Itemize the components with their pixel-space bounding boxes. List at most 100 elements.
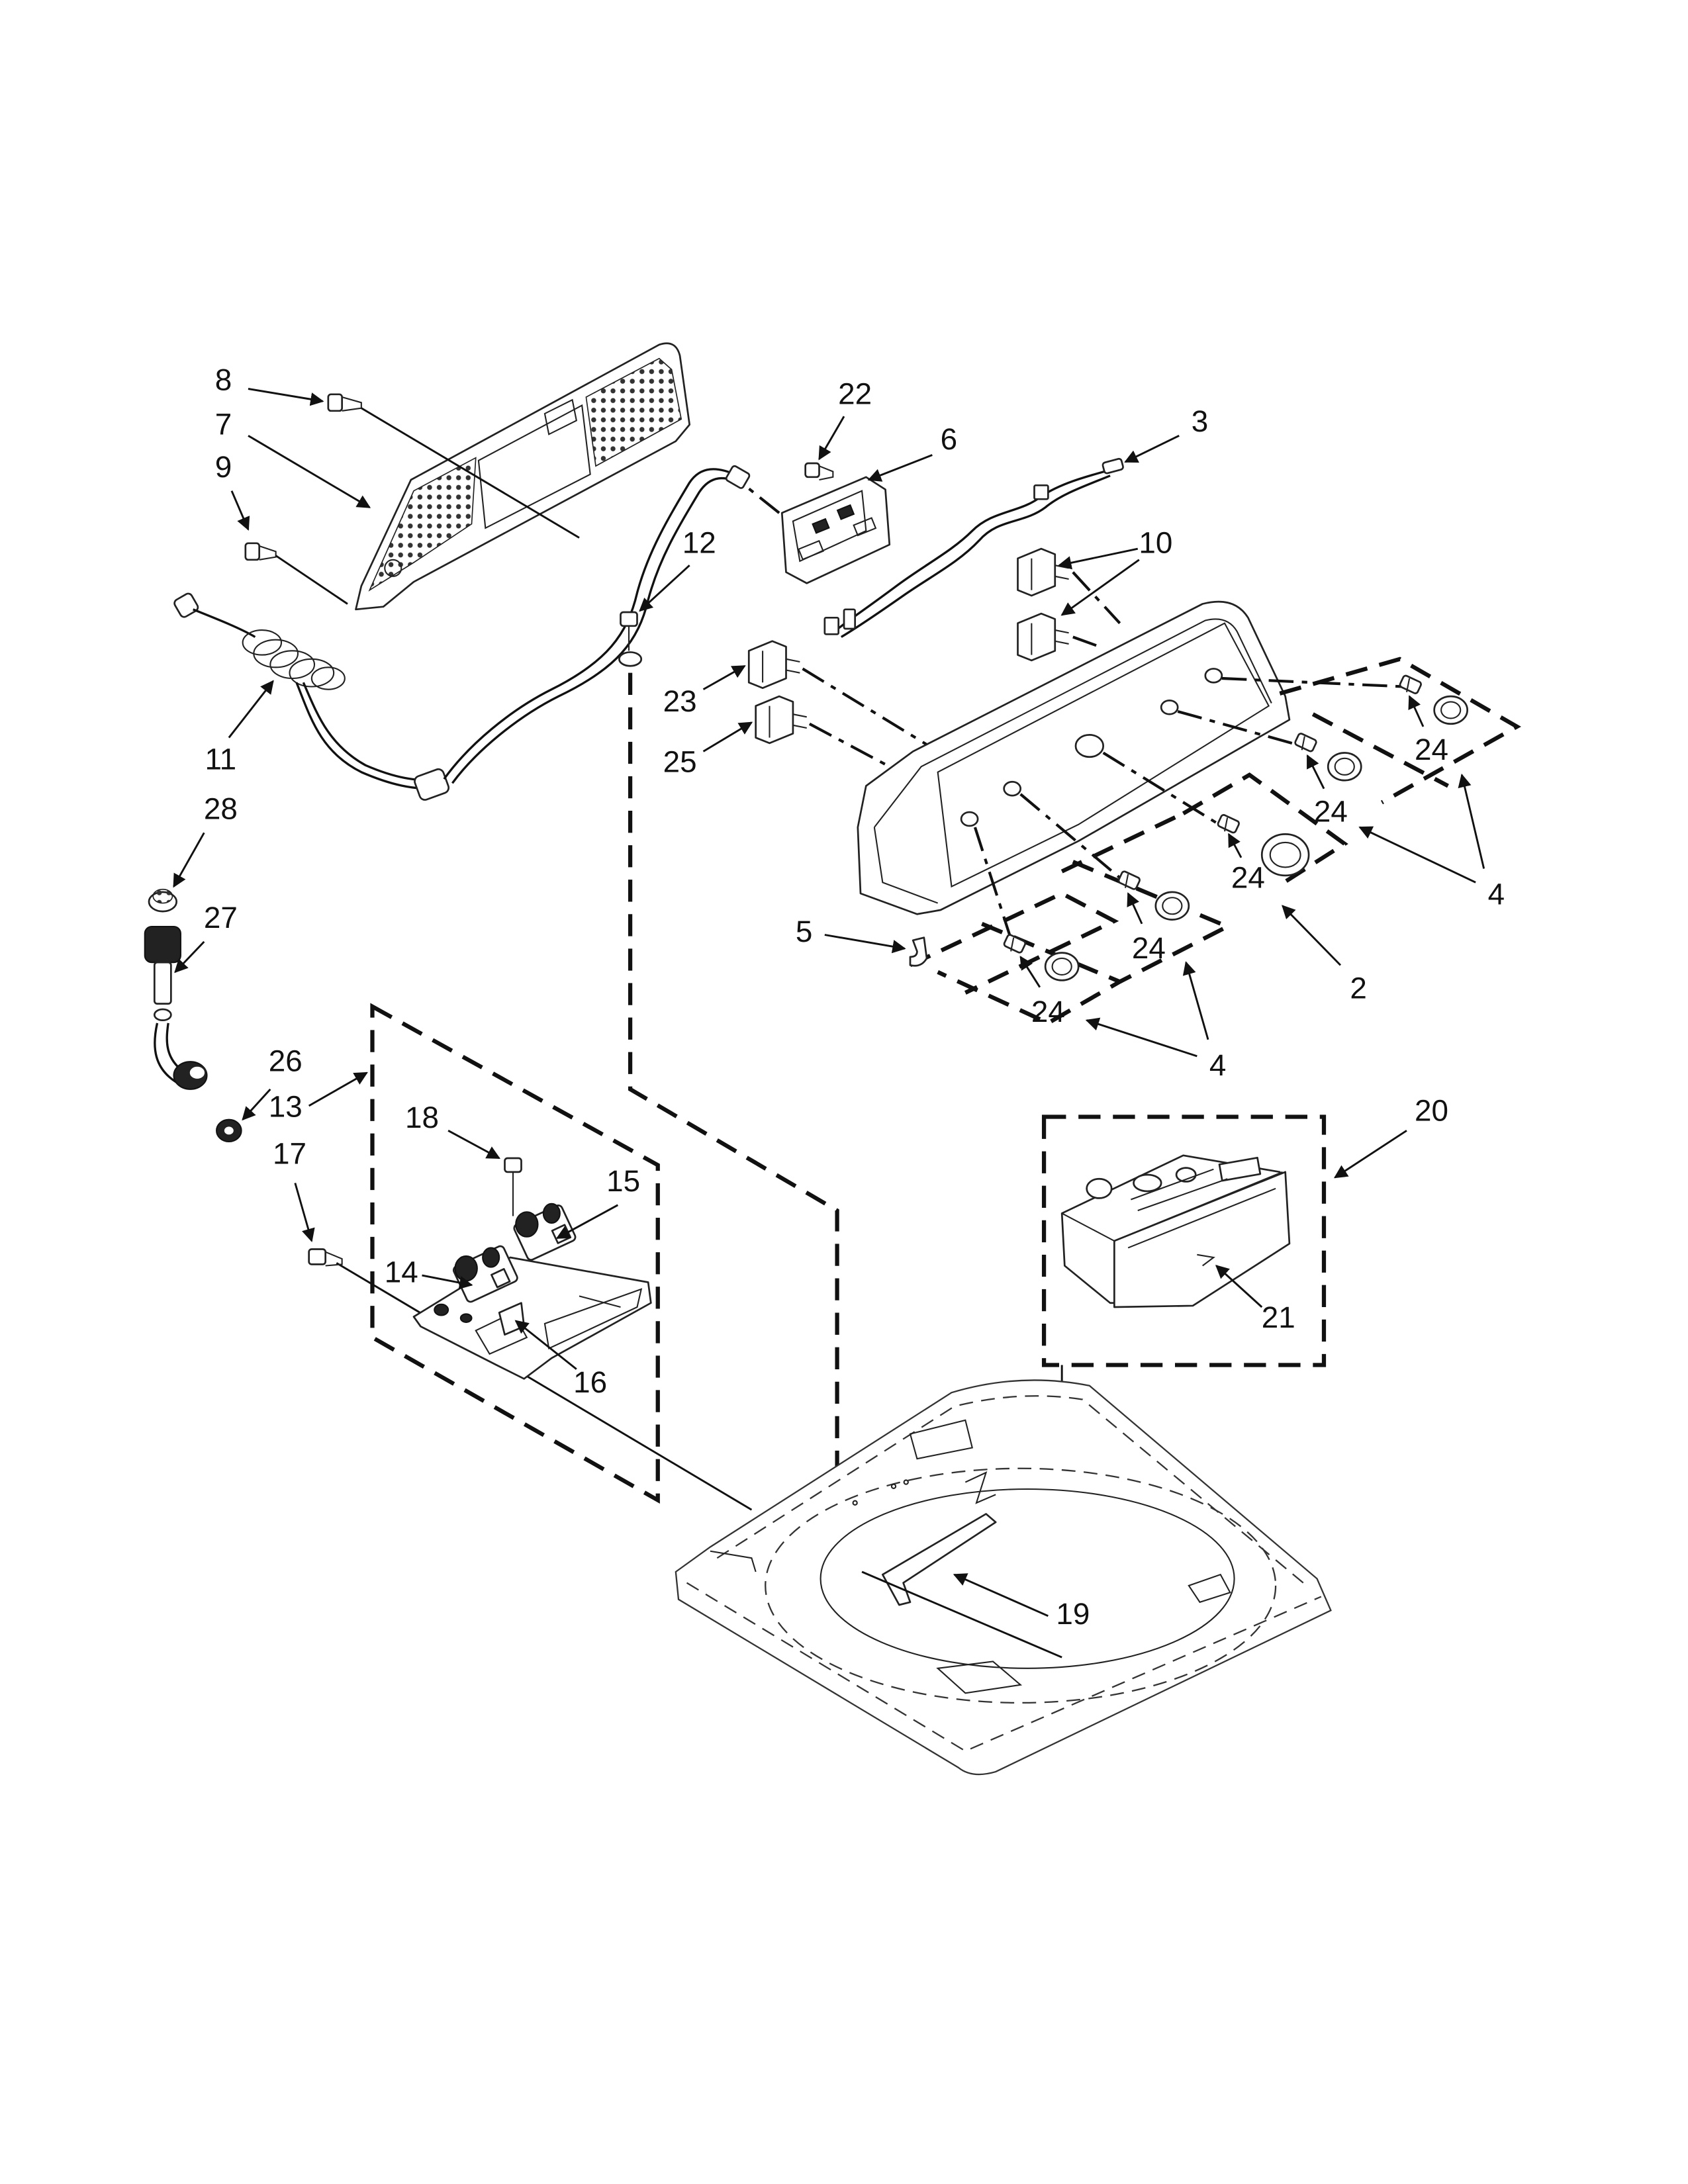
- knob-group-box-d: [1060, 811, 1184, 874]
- leader-11: [228, 680, 274, 739]
- callout-6: 6: [941, 422, 958, 456]
- screw-12: [618, 611, 643, 667]
- knob-group-box-a: [1279, 657, 1521, 805]
- leader-7: [248, 435, 371, 508]
- knob-line-1: [1221, 676, 1404, 688]
- leader-8: [248, 388, 324, 406]
- callout-24-c: 24: [1231, 861, 1265, 895]
- panel-to-cabinet-line: [628, 672, 839, 1547]
- bracket-19-axis: [861, 1570, 1062, 1659]
- switch-23: [747, 640, 800, 689]
- screw-9: [244, 542, 277, 561]
- callout-21: 21: [1262, 1300, 1295, 1334]
- leader-16: [514, 1320, 577, 1370]
- pin-24-e: [1003, 934, 1027, 954]
- callout-3: 3: [1192, 404, 1209, 438]
- valve-assembly-box: [370, 1003, 660, 1504]
- switch-10-line-a: [1072, 571, 1121, 625]
- knob-line-3: [1102, 751, 1220, 826]
- pin-24-c: [1217, 814, 1240, 834]
- knob-line-5: [973, 827, 1014, 944]
- wire-harness: [443, 465, 751, 784]
- rear-panel: [355, 342, 691, 611]
- leader-2: [1282, 905, 1342, 966]
- leader-19: [953, 1573, 1049, 1617]
- callout-17: 17: [273, 1136, 306, 1170]
- callout-22: 22: [838, 377, 872, 410]
- console-harness: [823, 457, 1124, 638]
- screw-8: [327, 393, 362, 412]
- dispenser-box: [1041, 1115, 1327, 1367]
- leader-17: [294, 1183, 315, 1242]
- leader-15: [555, 1204, 619, 1240]
- callout-25: 25: [663, 745, 697, 779]
- knob-group-box-g: [937, 921, 1125, 1026]
- control-board: [780, 476, 891, 584]
- screw-17-axis: [336, 1262, 753, 1511]
- leader-9: [230, 490, 250, 531]
- leader-10-b: [1060, 559, 1140, 616]
- leader-21: [1215, 1265, 1263, 1308]
- board-connector-line: [743, 484, 780, 514]
- switch-25-line: [808, 722, 890, 768]
- callout-12: 12: [682, 525, 716, 559]
- knob-line-4: [1019, 793, 1127, 884]
- callout-24-d: 24: [1132, 931, 1166, 965]
- screw-8-axis: [361, 407, 580, 539]
- leader-18: [447, 1130, 500, 1160]
- power-cord: [173, 592, 450, 801]
- valve-bracket: [412, 1256, 652, 1380]
- leader-4-b: [1358, 826, 1476, 884]
- leader-6: [867, 454, 933, 482]
- callout-27: 27: [204, 901, 238, 934]
- callout-4-a: 4: [1488, 878, 1505, 911]
- callout-13: 13: [269, 1089, 303, 1123]
- screw-17: [308, 1248, 343, 1267]
- leader-lines: [173, 388, 1485, 1617]
- pin-24-d: [1117, 870, 1141, 890]
- switch-25: [755, 695, 807, 745]
- callout-19: 19: [1056, 1597, 1090, 1631]
- screw-18: [504, 1157, 522, 1216]
- leader-26: [242, 1088, 271, 1121]
- callout-labels: 8 7 9 22 6 3 10 12 11 23 25 28 27 5 24 2…: [204, 363, 1505, 1631]
- screw-22: [804, 462, 834, 481]
- callout-24-a: 24: [1415, 733, 1448, 766]
- knob-4-d: [1044, 952, 1080, 981]
- leader-4-c: [1182, 961, 1209, 1040]
- leader-3: [1124, 435, 1180, 463]
- screw-9-axis: [275, 555, 348, 605]
- knob-group-box-f: [909, 891, 1119, 995]
- callout-5: 5: [796, 915, 813, 948]
- callout-4-b: 4: [1209, 1048, 1227, 1082]
- leader-14: [422, 1274, 473, 1290]
- knob-2: [1260, 833, 1310, 877]
- callout-20: 20: [1415, 1094, 1448, 1128]
- dispenser-drawer: [1060, 1154, 1291, 1308]
- callout-18: 18: [405, 1101, 439, 1134]
- leader-10-a: [1058, 547, 1139, 570]
- knob-group-box-b: [1311, 712, 1449, 788]
- callout-2: 2: [1350, 971, 1366, 1005]
- pin-24-a: [1399, 674, 1422, 694]
- leader-27: [174, 940, 205, 974]
- leader-24-b: [1306, 754, 1325, 790]
- knob-4-c: [1154, 891, 1190, 921]
- hose-27: [144, 925, 208, 1090]
- screen-28: [148, 888, 178, 913]
- leader-24-a: [1408, 695, 1425, 727]
- bracket-19: [881, 1513, 997, 1606]
- leader-12: [639, 565, 690, 612]
- leader-23: [702, 664, 746, 690]
- leader-22: [818, 416, 845, 461]
- leader-28: [173, 832, 205, 888]
- switch-23-line: [802, 667, 928, 746]
- callout-8: 8: [215, 363, 232, 397]
- callout-7: 7: [215, 407, 232, 441]
- leader-24-e: [1019, 956, 1041, 988]
- leader-24-c: [1227, 833, 1243, 858]
- callout-10: 10: [1139, 525, 1172, 559]
- callout-24-b: 24: [1314, 795, 1348, 829]
- callout-15: 15: [606, 1164, 640, 1198]
